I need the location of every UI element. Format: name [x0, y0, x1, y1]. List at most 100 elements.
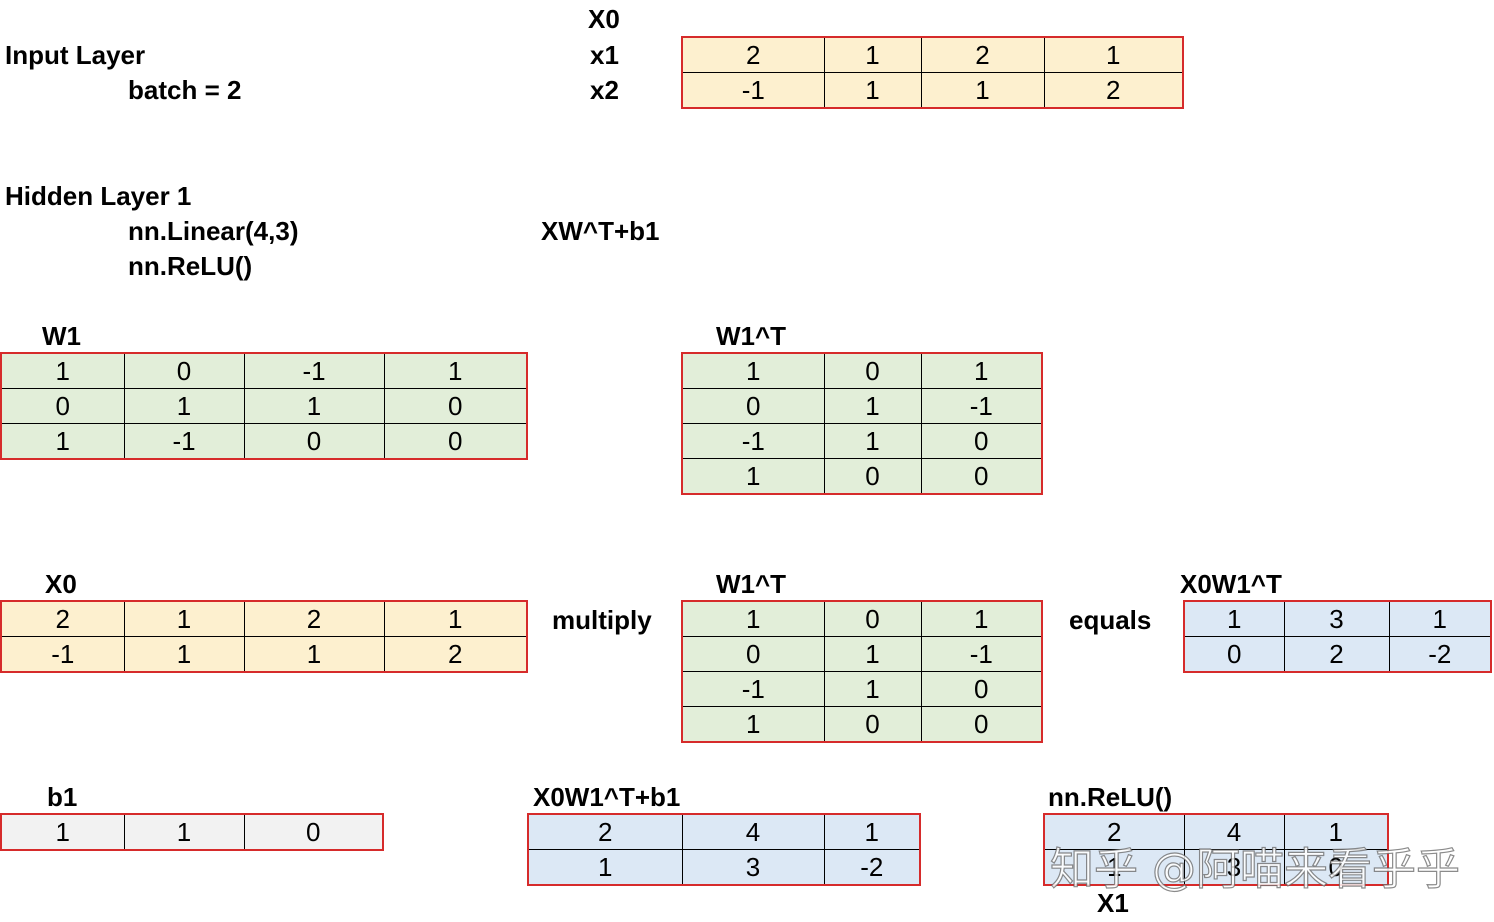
x2-row-label: x2: [590, 75, 619, 105]
matrix-cell: 2: [243, 600, 385, 637]
w1-label: W1: [42, 321, 81, 351]
matrix-cell: 1: [920, 600, 1042, 637]
matrix-cell: 1: [823, 36, 922, 73]
linear-label: nn.Linear(4,3): [128, 216, 299, 246]
matrix-cell: 2: [1283, 636, 1390, 672]
equals-label: equals: [1069, 605, 1152, 635]
matrix-cell: -1: [682, 671, 825, 707]
matrix-cell: 2: [528, 813, 683, 850]
formula-label: XW^T+b1: [541, 216, 660, 246]
matrix-cell: 0: [823, 600, 922, 637]
matrix-cell: 1: [123, 388, 245, 424]
matrix-cell: 1: [920, 352, 1042, 389]
matrix-cell: 2: [1044, 813, 1185, 850]
w1t-label-2: W1^T: [716, 569, 787, 599]
matrix-cell: 0: [682, 636, 825, 672]
matrix-cell: -1: [682, 423, 825, 459]
multiply-label: multiply: [552, 605, 652, 635]
matrix-cell: 1: [1, 423, 125, 459]
matrix-cell: 3: [681, 849, 825, 885]
matrix-cell: -2: [823, 849, 920, 885]
matrix-cell: 0: [123, 352, 245, 389]
matrix-cell: 2: [682, 36, 825, 73]
matrix-cell: 1: [123, 636, 245, 672]
matrix-cell: 1: [1388, 600, 1491, 637]
matrix-cell: 1: [682, 352, 825, 389]
matrix-cell: 2: [920, 36, 1045, 73]
matrix-cell: 0: [920, 423, 1042, 459]
matrix-cell: 1: [1, 352, 125, 389]
w1t-label: W1^T: [716, 321, 787, 351]
matrix-cell: -1: [920, 388, 1042, 424]
x1-row-label: x1: [590, 40, 619, 70]
matrix-cell: 1: [682, 706, 825, 742]
matrix-cell: 1: [1, 813, 125, 850]
matrix-cell: 1: [1283, 813, 1388, 850]
input-layer-label: Input Layer: [5, 40, 146, 70]
matrix-cell: 1: [1044, 849, 1185, 885]
matrix-cell: 1: [823, 636, 922, 672]
matrix-cell: 0: [243, 423, 385, 459]
matrix-cell: 2: [1, 600, 125, 637]
hidden-layer-label: Hidden Layer 1: [5, 181, 192, 211]
matrix-cell: 0: [1283, 849, 1388, 885]
matrix-cell: 4: [681, 813, 825, 850]
matrix-cell: 0: [383, 423, 527, 459]
matrix-cell: 1: [528, 849, 683, 885]
matrix-cell: 1: [123, 600, 245, 637]
matrix-cell: -1: [682, 72, 825, 108]
batch-label: batch = 2: [128, 75, 242, 105]
matrix-cell: 0: [920, 671, 1042, 707]
matrix-cell: 0: [823, 352, 922, 389]
matrix-cell: 0: [1184, 636, 1285, 672]
matrix-cell: 0: [920, 458, 1042, 494]
b1-label: b1: [47, 782, 78, 812]
x1-result-label: X1: [1097, 888, 1129, 918]
matrix-cell: -2: [1388, 636, 1491, 672]
matrix-cell: -1: [123, 423, 245, 459]
matrix-cell: 1: [1043, 36, 1183, 73]
matrix-cell: 1: [682, 600, 825, 637]
matrix-cell: 1: [682, 458, 825, 494]
matrix-cell: 3: [1283, 600, 1390, 637]
matrix-cell: 1: [823, 813, 920, 850]
x0w1tb1-label: X0W1^T+b1: [533, 782, 681, 812]
matrix-cell: 4: [1183, 813, 1285, 850]
matrix-cell: 1: [383, 352, 527, 389]
matrix-cell: 1: [823, 671, 922, 707]
matrix-cell: 1: [123, 813, 245, 850]
matrix-cell: 0: [920, 706, 1042, 742]
x0-top-label: X0: [588, 4, 620, 34]
matrix-cell: 3: [1183, 849, 1285, 885]
matrix-cell: 0: [243, 813, 383, 850]
x0w1t-label: X0W1^T: [1180, 569, 1282, 599]
